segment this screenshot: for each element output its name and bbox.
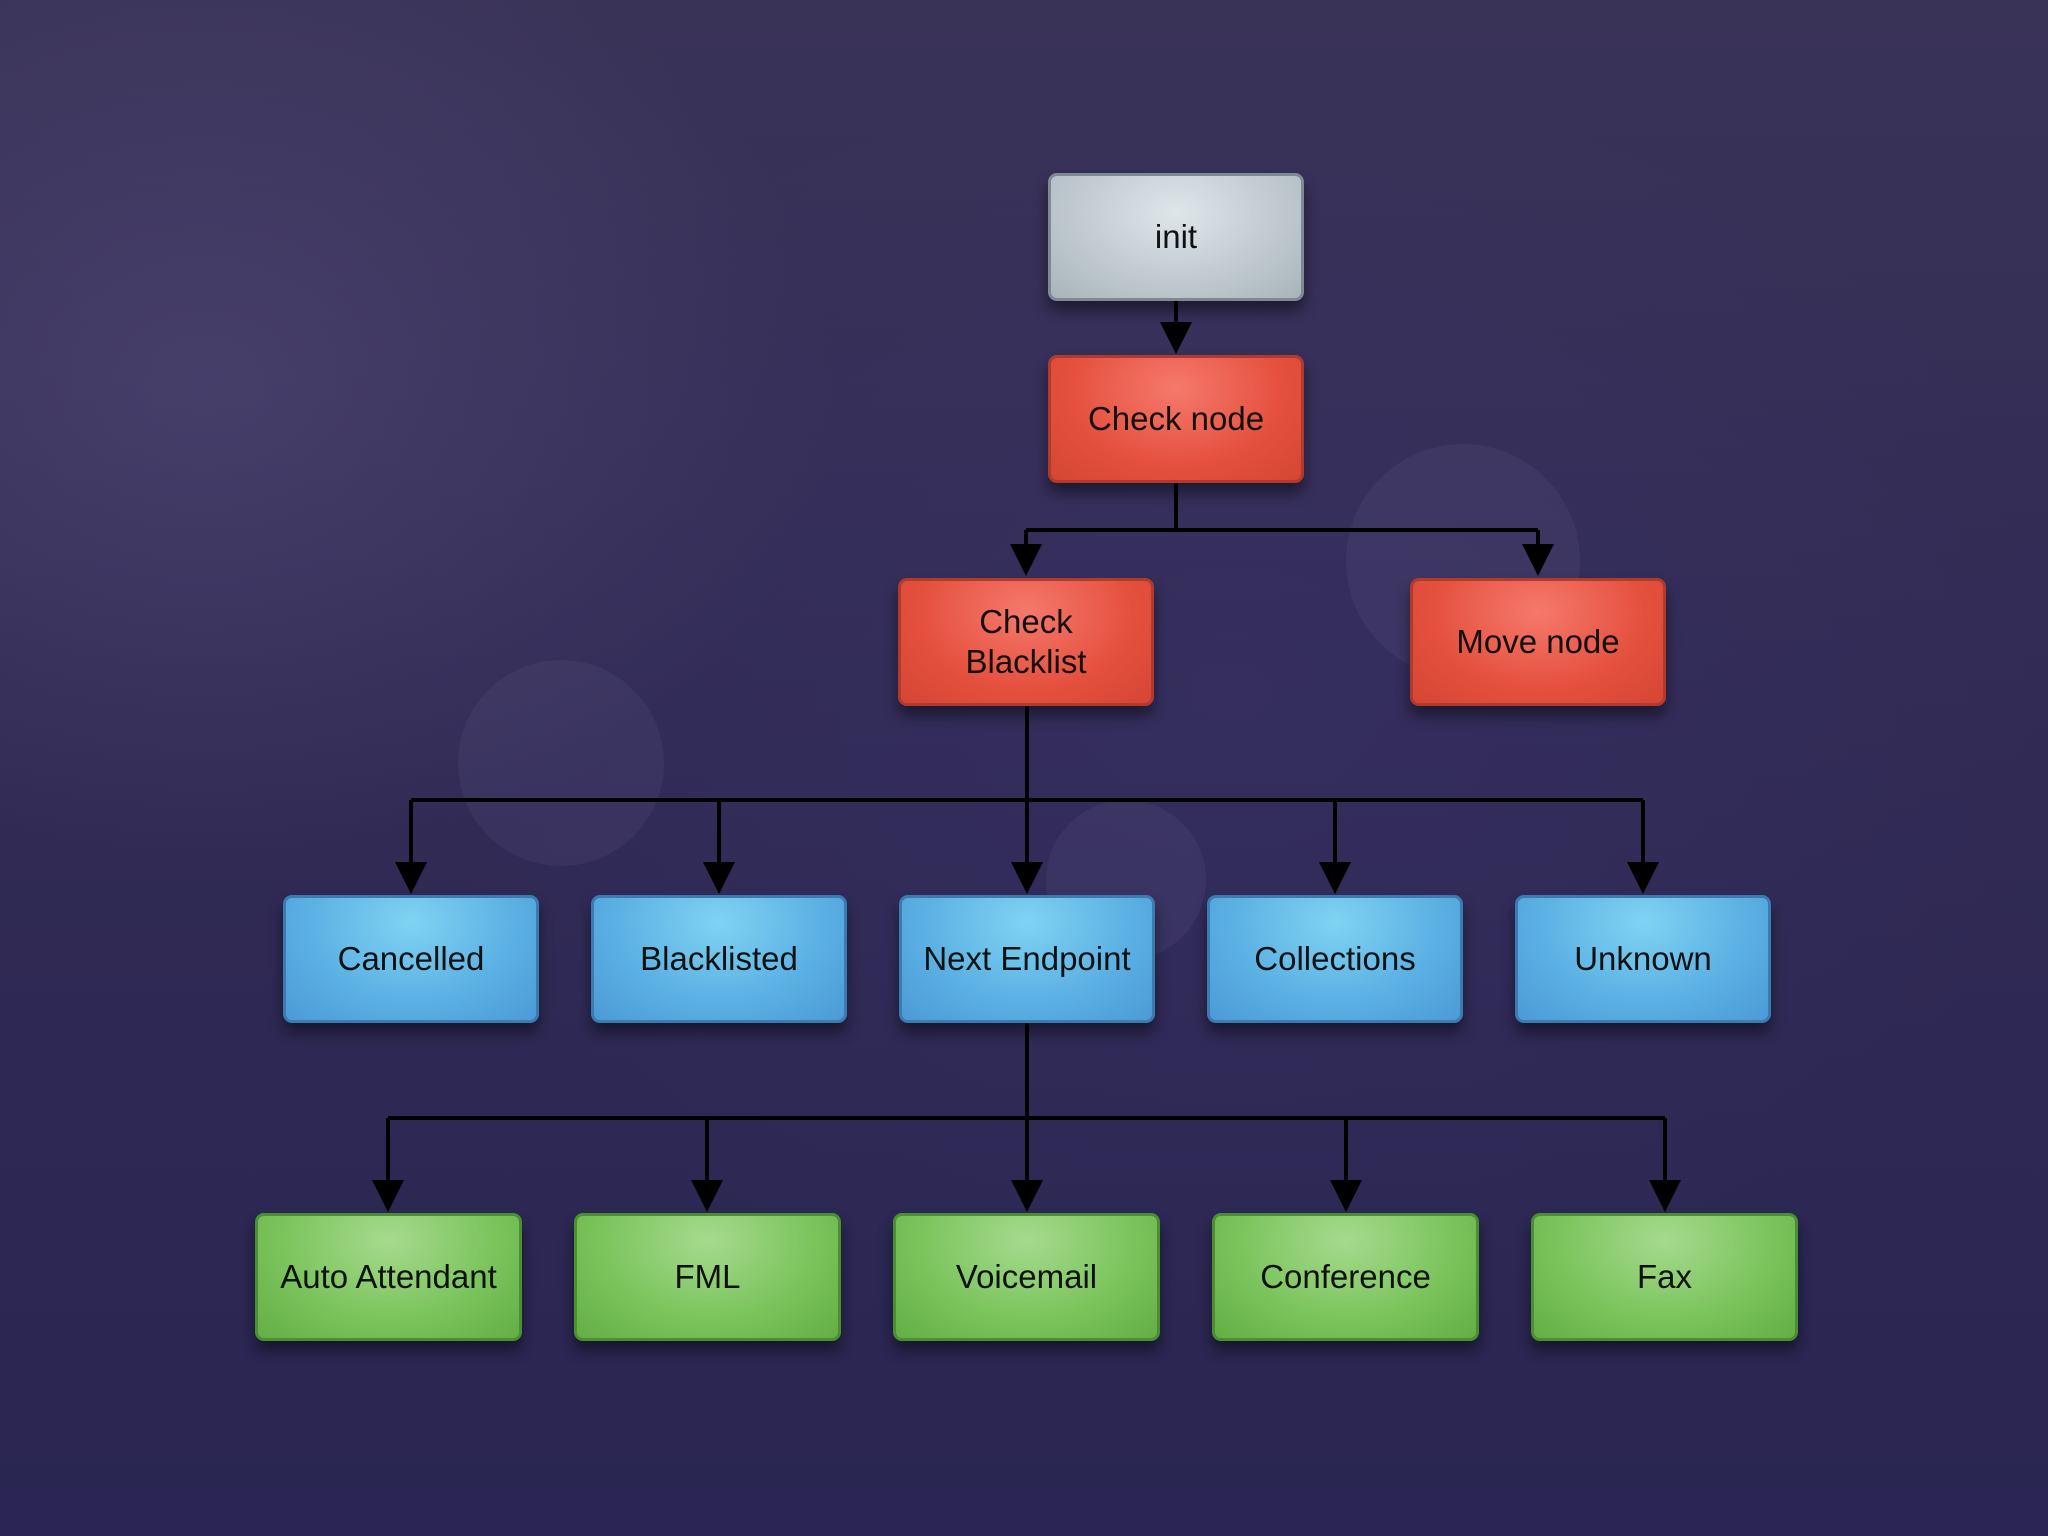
node-voicemail: Voicemail — [893, 1213, 1160, 1341]
node-check-node: Check node — [1048, 355, 1304, 483]
node-fml: FML — [574, 1213, 841, 1341]
node-check-blacklist: Check Blacklist — [898, 578, 1154, 706]
background-bokeh-1 — [458, 660, 664, 866]
node-conference: Conference — [1212, 1213, 1479, 1341]
node-blacklisted: Blacklisted — [591, 895, 847, 1023]
node-init: init — [1048, 173, 1304, 301]
node-fax: Fax — [1531, 1213, 1798, 1341]
node-collections: Collections — [1207, 895, 1463, 1023]
node-next-endpoint: Next Endpoint — [899, 895, 1155, 1023]
node-auto-attendant: Auto Attendant — [255, 1213, 522, 1341]
node-cancelled: Cancelled — [283, 895, 539, 1023]
node-move-node: Move node — [1410, 578, 1666, 706]
node-unknown: Unknown — [1515, 895, 1771, 1023]
